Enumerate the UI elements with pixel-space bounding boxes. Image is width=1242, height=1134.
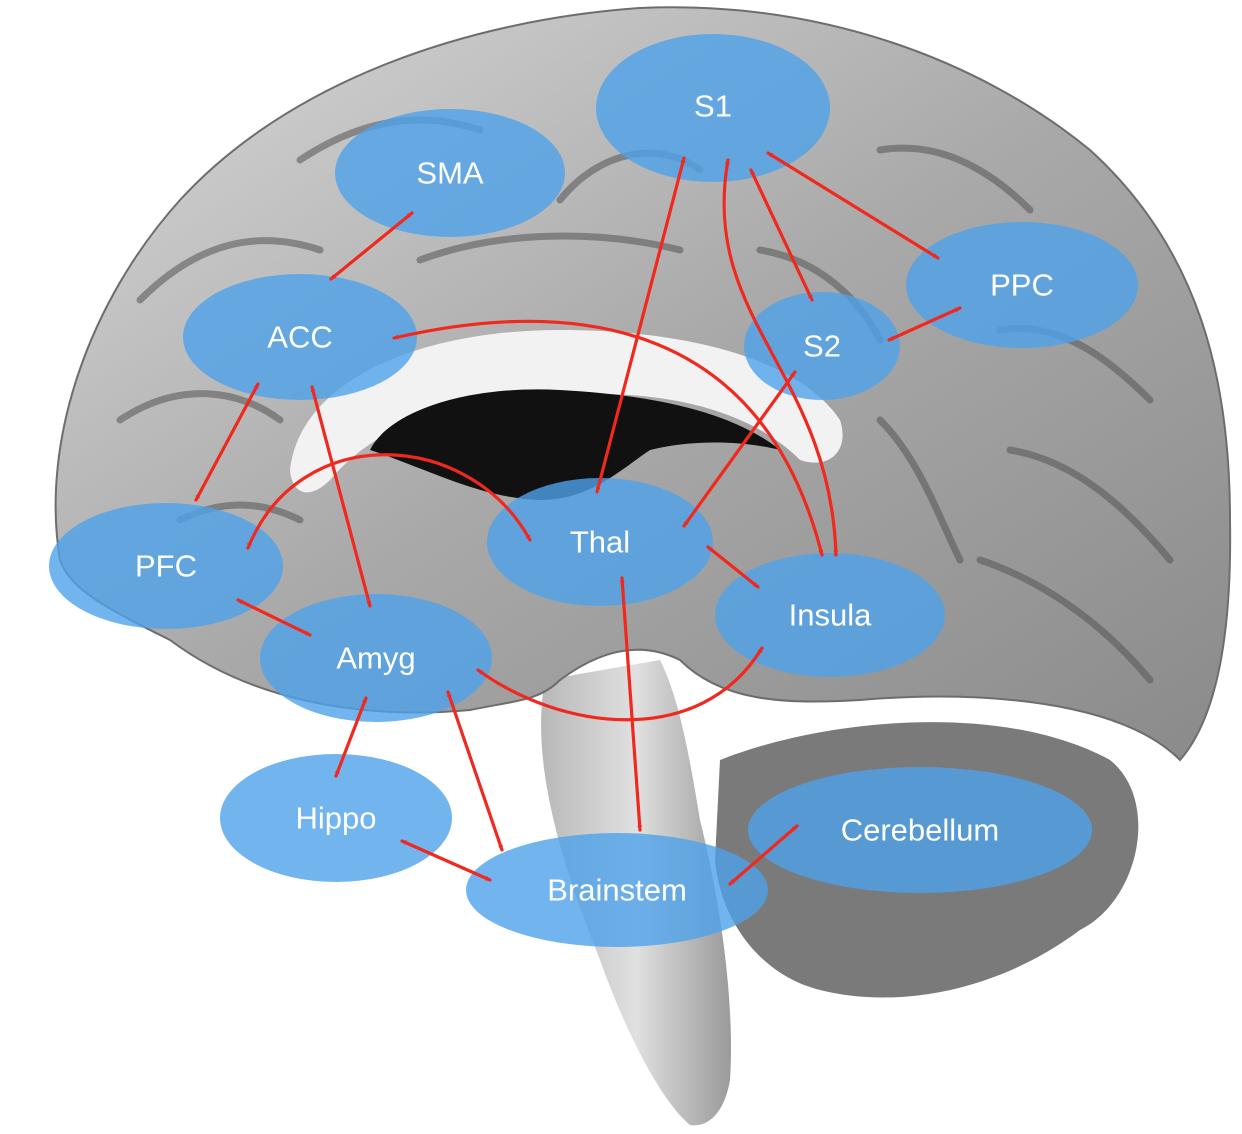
region-sma-label: SMA: [416, 156, 484, 191]
region-insula-label: Insula: [789, 598, 872, 633]
connection-amyg-insula: [476, 646, 764, 722]
region-acc-label: ACC: [267, 320, 332, 355]
connection-cerebellum-brainstem: [728, 824, 799, 886]
connection-pfc-thal: [246, 453, 532, 550]
connections-layer: [194, 151, 962, 886]
region-cerebellum-label: Cerebellum: [841, 813, 1000, 848]
region-ppc-label: PPC: [990, 268, 1054, 303]
region-s1: S1: [596, 34, 830, 182]
region-brainstem-ellipse: [466, 833, 768, 947]
region-brainstem: Brainstem: [466, 833, 768, 947]
region-amyg-ellipse: [260, 594, 492, 722]
connection-thal-insula: [706, 545, 760, 589]
region-insula-ellipse: [715, 553, 945, 677]
connection-hippo-brainstem: [400, 839, 492, 882]
region-acc: ACC: [183, 274, 417, 400]
region-s1-ellipse: [596, 34, 830, 182]
connection-ppc-s2: [887, 306, 962, 342]
connection-sma-acc: [329, 211, 414, 281]
region-s1-label: S1: [694, 89, 732, 124]
region-amyg-label: Amyg: [336, 641, 415, 676]
connection-thal-brainstem: [619, 576, 643, 832]
region-amyg: Amyg: [260, 594, 492, 722]
connection-acc-amyg: [310, 385, 372, 608]
region-brainstem-label: Brainstem: [547, 873, 687, 908]
region-hippo-label: Hippo: [296, 801, 377, 836]
region-hippo: Hippo: [220, 754, 452, 882]
region-cerebellum-ellipse: [748, 767, 1092, 893]
region-hippo-ellipse: [220, 754, 452, 882]
connection-amyg-brainstem: [446, 690, 504, 852]
connection-acc-pfc: [194, 382, 260, 502]
connection-s2-thal: [682, 370, 797, 528]
region-pfc: PFC: [49, 503, 283, 629]
region-cerebellum: Cerebellum: [748, 767, 1092, 893]
connection-pfc-amyg: [236, 598, 312, 637]
region-s2-label: S2: [803, 329, 841, 364]
region-ppc: PPC: [906, 222, 1138, 348]
region-thal-label: Thal: [570, 525, 630, 560]
region-sma: SMA: [335, 109, 565, 237]
region-pfc-ellipse: [49, 503, 283, 629]
region-acc-ellipse: [183, 274, 417, 400]
connection-s1-ppc: [766, 151, 940, 260]
region-sma-ellipse: [335, 109, 565, 237]
region-insula: Insula: [715, 553, 945, 677]
region-thal: Thal: [487, 478, 713, 606]
region-pfc-label: PFC: [135, 549, 197, 584]
region-ppc-ellipse: [906, 222, 1138, 348]
connection-amyg-hippo: [334, 696, 368, 778]
